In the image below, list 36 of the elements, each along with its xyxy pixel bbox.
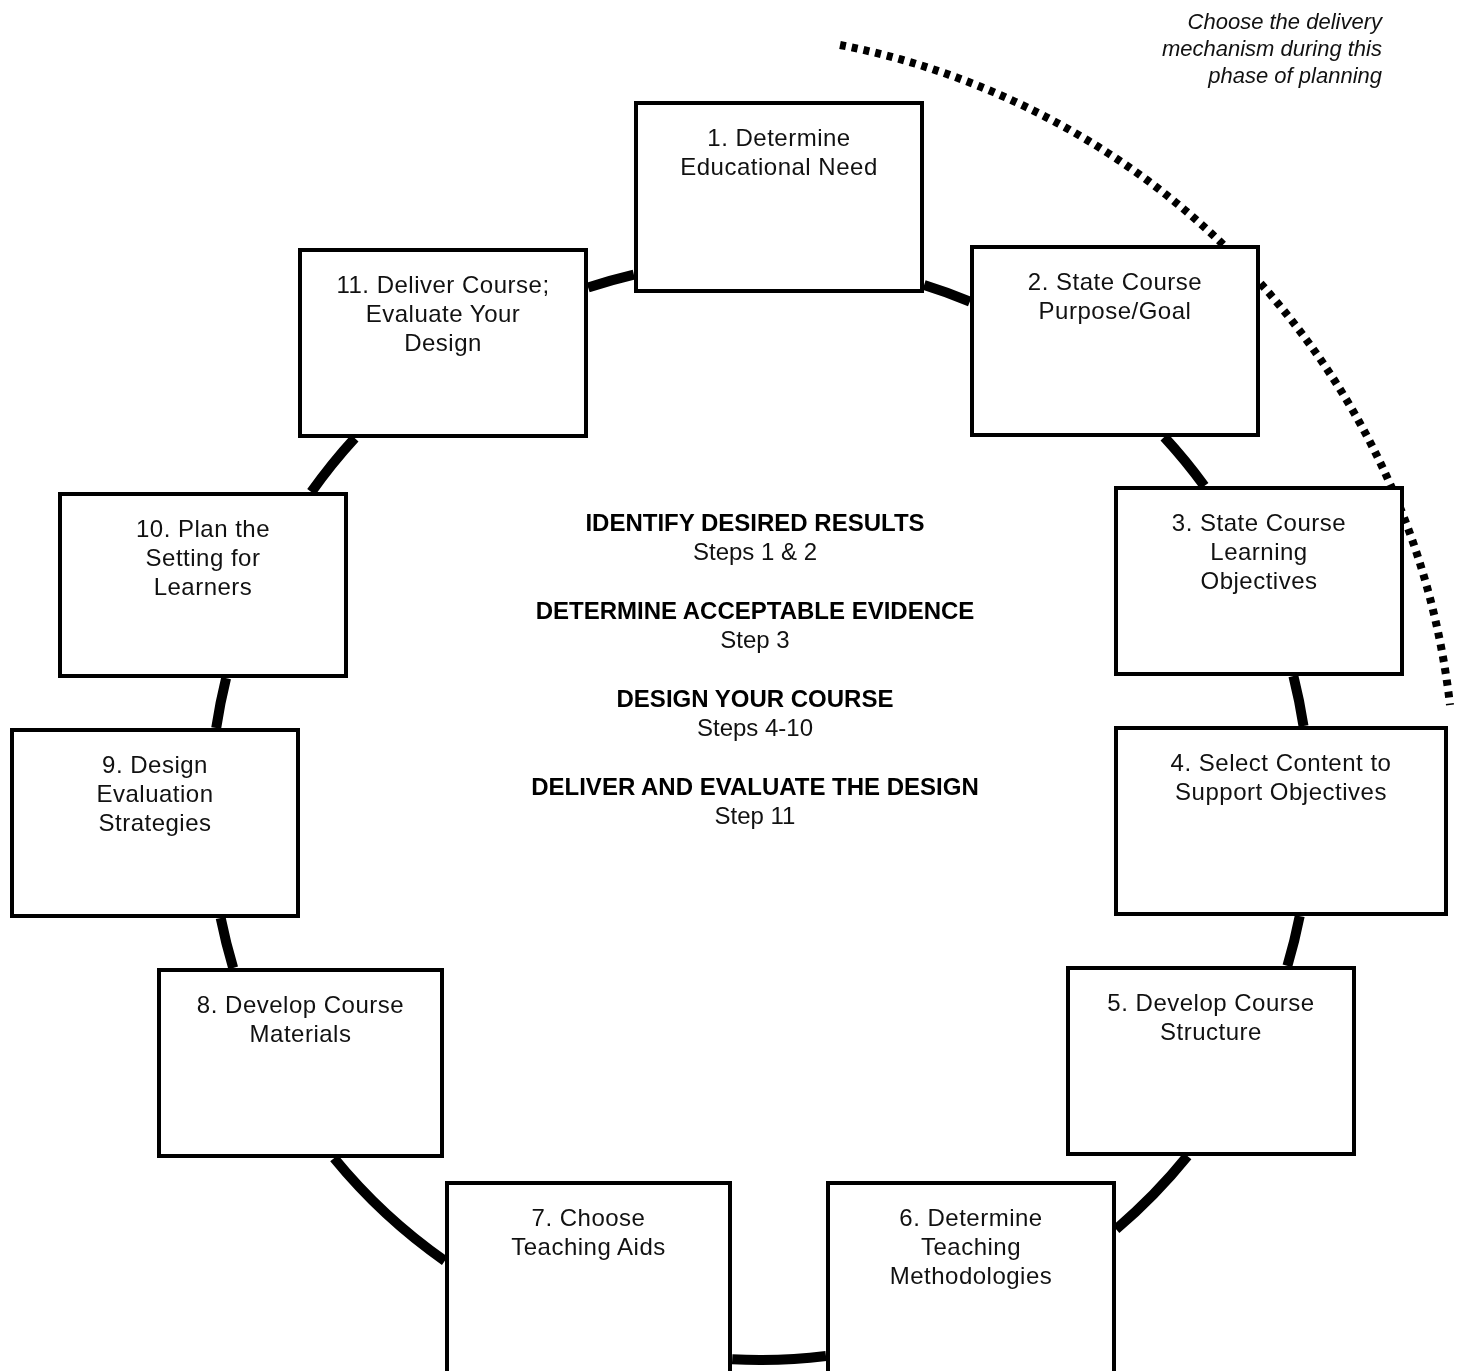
step-range: Step 11 bbox=[714, 801, 796, 830]
step-box bbox=[1114, 486, 1404, 676]
step-text: 10. Plan the Setting for Learners bbox=[134, 514, 272, 601]
phase-heading: IDENTIFY DESIRED RESULTS bbox=[585, 508, 925, 537]
connector-arc bbox=[1282, 915, 1305, 968]
step-text: 5. Develop Course Structure bbox=[1106, 988, 1316, 1046]
step-box bbox=[58, 492, 348, 678]
step-text: 7. Choose Teaching Aids bbox=[510, 1203, 667, 1261]
note-text: Choose the delivery mechanism during this phase of planning bbox=[1160, 8, 1382, 89]
step-text: 1. Determine Educational Need bbox=[679, 123, 879, 181]
step-box bbox=[445, 1181, 732, 1371]
step-range: Steps 4-10 bbox=[696, 713, 814, 742]
step-box bbox=[10, 728, 300, 918]
step-text: 4. Select Content to Support Objectives bbox=[1169, 748, 1393, 806]
step-box bbox=[634, 101, 924, 293]
step-box bbox=[157, 968, 444, 1158]
phase-heading: DESIGN YOUR COURSE bbox=[616, 684, 894, 713]
phase-heading: DETERMINE ACCEPTABLE EVIDENCE bbox=[535, 596, 975, 625]
step-text: 9. Design Evaluation Strategies bbox=[95, 750, 215, 837]
step-text: 3. State Course Learning Objectives bbox=[1170, 508, 1348, 595]
phase-heading: DELIVER AND EVALUATE THE DESIGN bbox=[531, 772, 979, 801]
connector-arc bbox=[732, 1351, 827, 1365]
step-box bbox=[298, 248, 588, 438]
step-box bbox=[1114, 726, 1448, 916]
step-text: 8. Develop Course Materials bbox=[195, 990, 406, 1048]
connector-arc bbox=[215, 917, 238, 970]
step-box bbox=[1066, 966, 1356, 1156]
step-box bbox=[970, 245, 1260, 437]
step-range: Step 3 bbox=[720, 625, 790, 654]
step-text: 2. State Course Purpose/Goal bbox=[1026, 267, 1204, 325]
connector-arc bbox=[211, 676, 231, 729]
step-range: Steps 1 & 2 bbox=[692, 537, 818, 566]
step-text: 11. Deliver Course; Evaluate Your Design bbox=[336, 270, 550, 357]
connector-arc bbox=[1288, 674, 1309, 727]
step-box bbox=[826, 1181, 1116, 1371]
step-text: 6. Determine Teaching Methodologies bbox=[888, 1203, 1054, 1290]
